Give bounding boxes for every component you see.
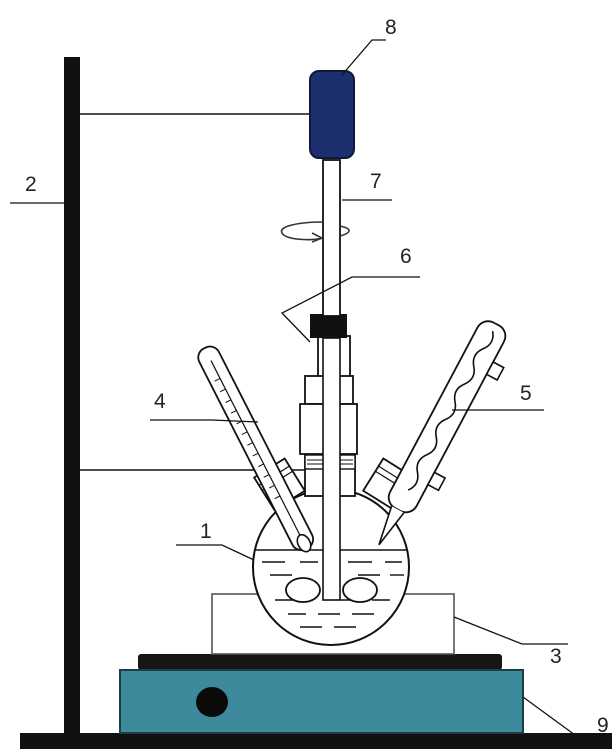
- rotation-arrow-icon: [280, 221, 350, 243]
- label-9: 9: [597, 714, 609, 737]
- leader-1: [176, 544, 255, 561]
- leader-lines: [10, 39, 612, 736]
- stand-base: [20, 733, 612, 749]
- stirring-motor: [309, 70, 355, 159]
- thermometer: [197, 345, 315, 553]
- label-8: 8: [385, 16, 397, 39]
- leader-3: [453, 616, 568, 645]
- label-1: 1: [200, 520, 212, 543]
- magnetic-stirrer: [119, 654, 524, 734]
- stirrer-knob: [196, 687, 228, 717]
- label-6: 6: [400, 245, 412, 268]
- label-3: 3: [550, 645, 562, 668]
- stirrer-body: [119, 669, 524, 734]
- leader-4: [150, 419, 259, 423]
- stirrer-coupling: [310, 314, 347, 338]
- label-7: 7: [370, 170, 382, 193]
- stirrer-blade-right: [342, 577, 378, 603]
- stirring-rod: [322, 159, 341, 601]
- label-2: 2: [25, 173, 37, 196]
- stirrer-top-plate: [138, 654, 502, 670]
- leader-8: [341, 39, 386, 76]
- label-4: 4: [154, 390, 166, 413]
- stirrer-blade-left: [285, 577, 321, 603]
- leader-9: [522, 696, 612, 736]
- stand-rod: [64, 57, 80, 735]
- reflux-condenser: [378, 320, 507, 546]
- leader-6: [280, 276, 420, 343]
- label-5: 5: [520, 382, 532, 405]
